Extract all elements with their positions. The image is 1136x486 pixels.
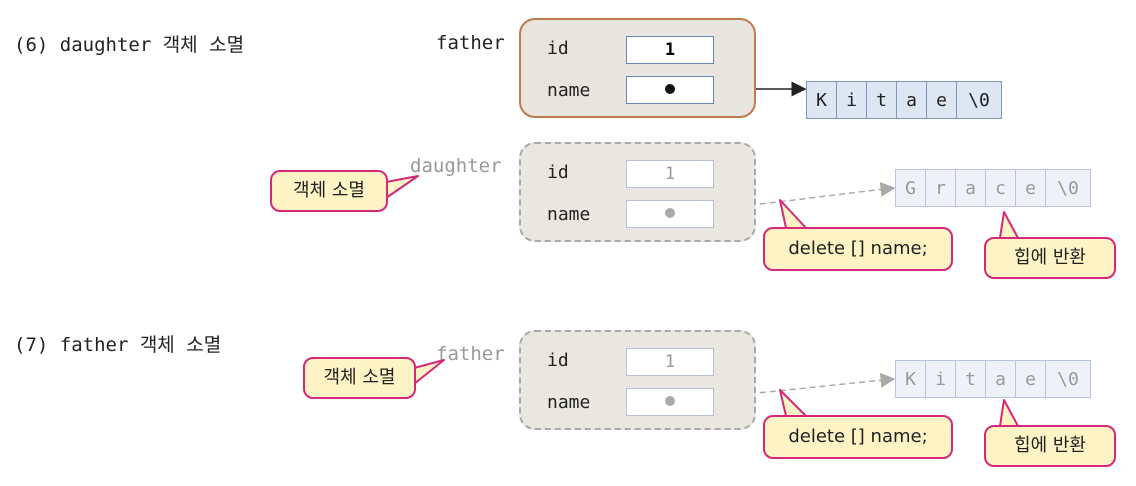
section-heading-7: (7) father 객체 소멸 (14, 334, 222, 356)
pointer-dot (665, 208, 675, 218)
callout-tail (999, 399, 1019, 427)
callout-tail (779, 389, 807, 417)
callout-delete-statement: delete [] name; (763, 415, 953, 459)
callout-object-destroyed: 객체 소멸 (303, 357, 416, 399)
string-array-kitae: K i t a e \0 (806, 81, 1002, 119)
string-cell: i (836, 81, 867, 119)
field-label-id: id (547, 162, 569, 183)
object-box-father: id 1 name (519, 18, 756, 118)
field-label-name: name (547, 392, 591, 413)
field-label-id: id (547, 38, 569, 59)
callout-tail (779, 199, 807, 229)
pointer-dot (665, 396, 675, 406)
pointer-dot (665, 84, 675, 94)
callout-delete-statement: delete [] name; (763, 227, 953, 271)
field-value-id: 1 (626, 348, 714, 376)
string-cell: G (895, 169, 926, 207)
string-cell: c (985, 169, 1016, 207)
field-label-id: id (547, 350, 569, 371)
string-cell: K (895, 360, 926, 398)
callout-tail (385, 175, 419, 199)
string-cell: a (955, 169, 986, 207)
field-label-name: name (547, 204, 591, 225)
string-cell-terminator: \0 (1045, 169, 1091, 207)
string-cell: e (1015, 169, 1046, 207)
callout-tail (999, 211, 1019, 239)
callout-object-destroyed: 객체 소멸 (270, 170, 388, 212)
object-box-daughter: id 1 name (519, 142, 756, 242)
string-array-grace: G r a c e \0 (895, 169, 1091, 207)
field-value-id: 1 (626, 160, 714, 188)
object-var-name: father (436, 32, 505, 54)
string-cell-terminator: \0 (956, 81, 1002, 119)
string-array-kitae-freed: K i t a e \0 (895, 360, 1091, 398)
object-var-name: daughter (410, 155, 502, 177)
string-cell: e (926, 81, 957, 119)
callout-heap-return: 힙에 반환 (984, 425, 1116, 467)
field-label-name: name (547, 80, 591, 101)
object-box-father-destroyed: id 1 name (519, 330, 756, 430)
field-value-id: 1 (626, 36, 714, 64)
section-heading-6: (6) daughter 객체 소멸 (14, 34, 245, 56)
callout-heap-return: 힙에 반환 (984, 237, 1116, 279)
string-cell-terminator: \0 (1045, 360, 1091, 398)
string-cell: e (1015, 360, 1046, 398)
string-cell: a (896, 81, 927, 119)
callout-tail (413, 359, 445, 385)
object-var-name: father (436, 343, 505, 365)
string-cell: t (866, 81, 897, 119)
string-cell: K (806, 81, 837, 119)
